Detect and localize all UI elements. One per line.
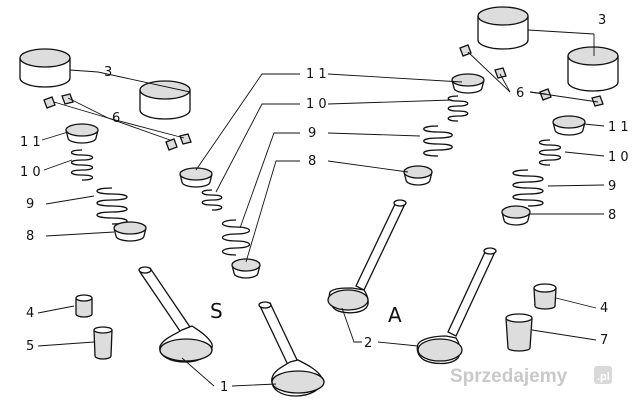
callout-right-6: 6 [516,86,524,101]
callout-left-6: 6 [112,111,120,126]
outer-spring-right-a [423,125,453,157]
spring-seat-right-b [501,205,531,226]
leader-lines [37,29,605,387]
outer-spring-center [221,219,251,256]
spring-retainer-right-b [552,115,586,136]
spring-seat-left [113,221,147,242]
callout-bottom-1: 1 [220,380,228,395]
watermark-badge-icon [594,366,612,384]
callout-left-11: 1 1 [20,135,41,150]
bucket-tappet-left-2 [139,80,191,120]
callout-left-3: 3 [104,65,112,80]
callout-center-11: 1 1 [306,67,327,82]
bucket-tappet-right-1 [477,6,529,50]
valve-stem-seal-left [75,294,93,318]
spring-retainer-center [179,167,213,188]
watermark-brand: Sprzedajemy [450,366,568,387]
spring-seat-right-a [403,165,433,186]
watermark-tld: .pl [597,371,610,383]
spring-retainer-left [65,123,99,144]
callout-center-10: 1 0 [306,97,327,112]
valve-keepers-left [43,93,192,151]
callout-right-10: 1 0 [608,150,629,165]
side-letter-a: A [388,303,402,327]
inner-spring-center [201,189,223,211]
callout-right-3: 3 [598,13,606,28]
callout-right-8: 8 [608,208,616,223]
bucket-tappet-left-1 [19,48,71,88]
inner-spring-right-a [447,95,469,122]
outer-spring-right-b [512,169,544,207]
outer-spring-left [96,187,128,225]
inner-spring-left [70,149,94,181]
callout-left-4: 4 [26,306,34,321]
callout-left-10: 1 0 [20,165,41,180]
side-letter-s: S [210,299,223,323]
exhaust-valve-2 [416,247,497,365]
bucket-tappet-right-2 [567,46,619,92]
callout-bottom-2: 2 [364,336,372,351]
spring-retainer-right-a [451,73,485,94]
valve-guide-right [505,313,533,352]
callout-right-11: 1 1 [608,120,629,135]
intake-valve-2 [258,301,325,397]
callout-right-4: 4 [600,301,608,316]
callout-left-8: 8 [26,229,34,244]
intake-valve-1 [138,266,213,363]
inner-spring-right-b [538,139,562,166]
callout-center-8: 8 [308,154,316,169]
watermark: Sprzedajemy .pl [450,366,612,387]
callout-left-9: 9 [26,197,34,212]
callout-left-5: 5 [26,339,34,354]
valve-stem-seal-right [533,283,557,310]
spring-seat-center [231,258,261,279]
callout-center-9: 9 [308,126,316,141]
callout-right-7: 7 [600,333,608,348]
callout-right-9: 9 [608,179,616,194]
exhaust-valve-1 [327,199,407,314]
valve-guide-left [93,326,113,360]
